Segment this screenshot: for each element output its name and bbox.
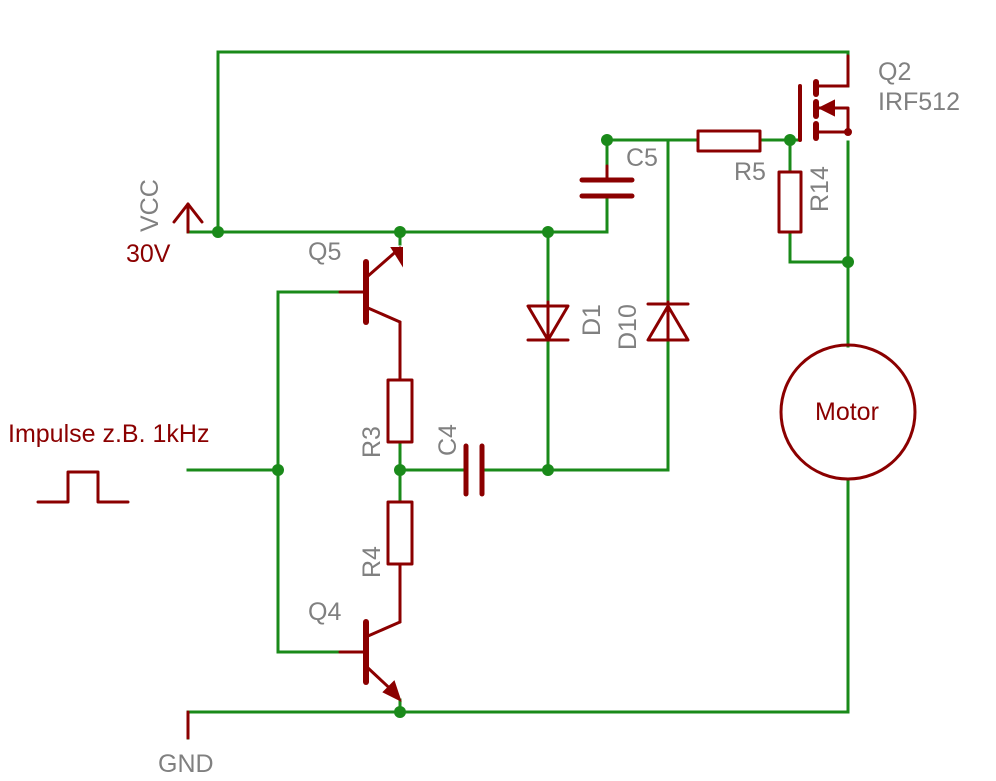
junction-dot [542,226,554,238]
wire-d10-bottom [546,338,670,472]
resistor-r3 [386,378,414,444]
label-c5: C5 [626,144,658,172]
label-q2: Q2 [878,58,911,86]
label-motor: Motor [815,398,879,426]
mosfet-q2 [798,54,852,142]
label-vcc-value: 30V [126,240,171,268]
wires [186,50,850,740]
label-r3: R3 [358,426,386,458]
label-c4: C4 [434,424,462,456]
transistor-q4 [338,619,402,702]
label-vcc: VCC [136,179,164,232]
resistor-r14 [777,170,803,234]
junction-dot [842,256,854,268]
junction-dot [542,464,554,476]
diode-d1 [526,300,570,342]
junction-dot [601,134,613,146]
capacitor-c5 [579,164,635,199]
wire-r14-bottom [788,230,850,264]
junction-dot [394,464,406,476]
capacitor-c4 [463,443,485,497]
junction-dot [394,226,406,238]
junction-dot [212,226,224,238]
junctions [212,134,854,718]
junction-dot [272,464,284,476]
resistor-r4 [386,500,414,624]
resistor-r5 [696,129,762,153]
label-input: Impulse z.B. 1kHz [8,420,209,448]
diode-d10 [646,300,690,342]
label-r5: R5 [734,158,766,186]
label-d10: D10 [614,304,642,350]
label-q2-part: IRF512 [878,88,960,116]
junction-dot [784,134,796,146]
junction-dot [394,706,406,718]
wire-top-loop [216,50,850,234]
label-gnd: GND [158,750,214,778]
pulse-icon [36,470,130,504]
wire-motor-gnd [186,478,850,740]
label-q5: Q5 [308,238,341,266]
transistor-q5 [338,246,403,382]
label-d1: D1 [578,304,606,336]
labels: VCC 30V GND Impulse z.B. 1kHz Q2 IRF512 … [8,58,960,778]
vcc-symbol [172,202,204,234]
label-r4: R4 [358,546,386,578]
label-q4: Q4 [308,598,341,626]
motor-symbol [779,343,917,481]
label-r14: R14 [806,166,834,212]
